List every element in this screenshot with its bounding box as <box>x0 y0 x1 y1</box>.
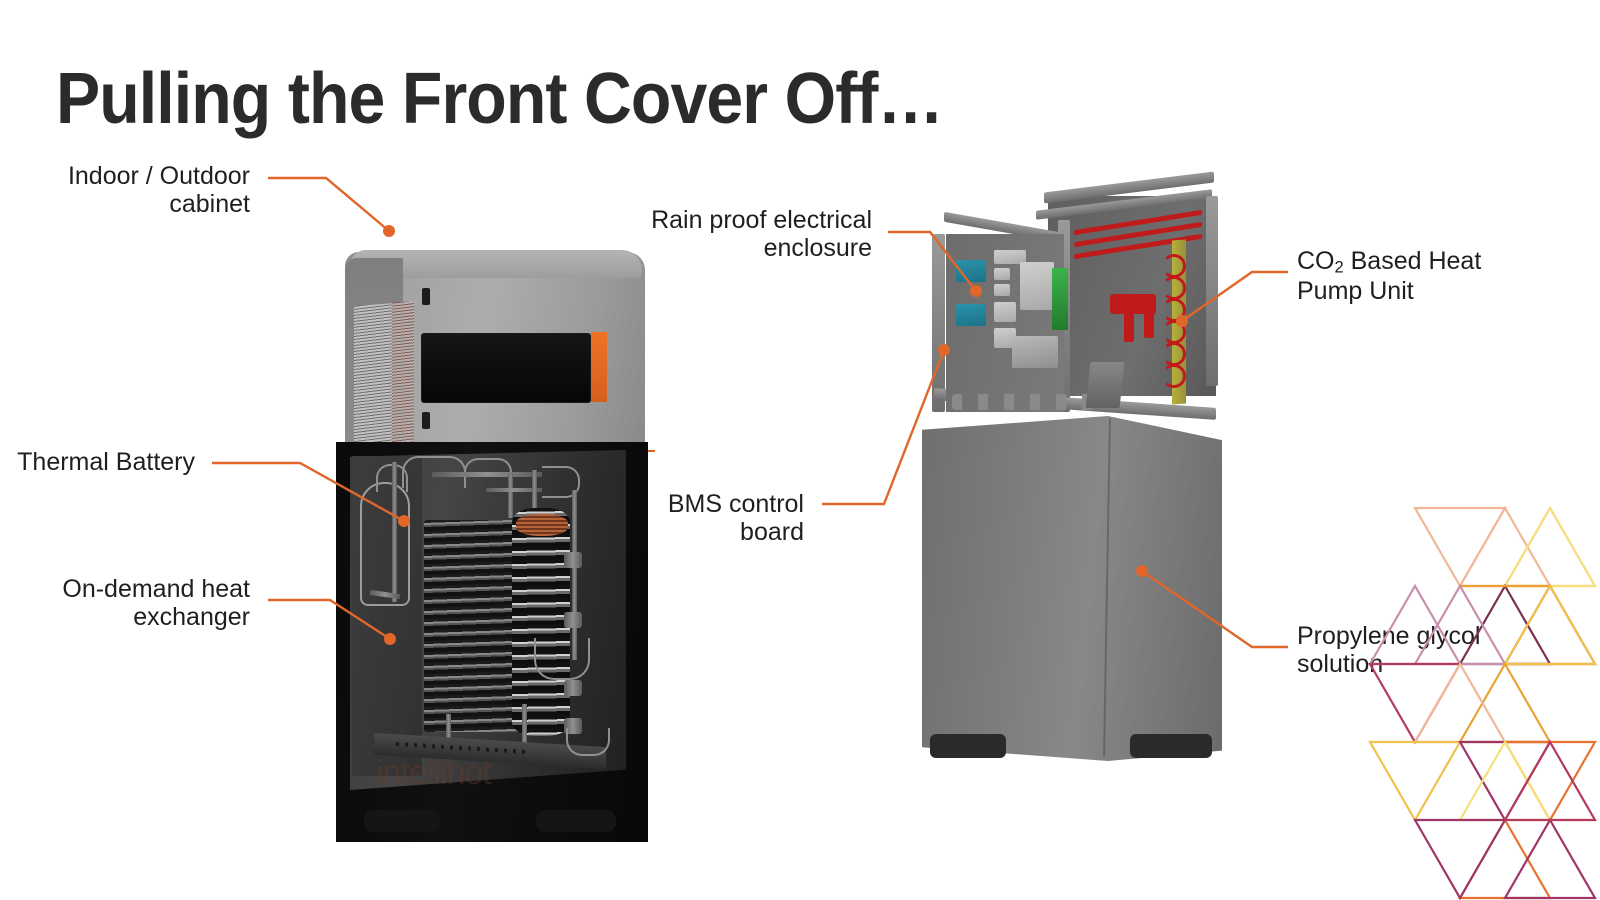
tray-support-rod <box>522 704 527 750</box>
relay-module-icon <box>994 268 1010 280</box>
right-unit-foot <box>1130 734 1212 758</box>
control-panel-accent-bar <box>591 332 607 402</box>
brand-watermark: intellihot <box>376 754 492 792</box>
base-outlet-pipe <box>566 728 610 756</box>
coil-bend-icon <box>1162 364 1186 388</box>
triangle-lattice-decoration <box>1368 505 1597 900</box>
label-line-2: Pump Unit <box>1297 277 1414 306</box>
lower-return-pipe <box>534 638 590 680</box>
contactor-icon <box>956 260 986 282</box>
coil-bend-icon <box>1162 298 1186 322</box>
callout-label-rain-proof-enclosure: Rain proof electrical enclosure <box>600 206 872 262</box>
right-unit-foot <box>930 734 1006 758</box>
vertical-support-rod <box>508 474 513 518</box>
callout-label-co2-heat-pump: CO2 Based Heat Pump Unit <box>1297 247 1587 305</box>
terminal-block-icon <box>1020 262 1054 310</box>
frame-right-post <box>1206 196 1218 386</box>
frame-left-post <box>932 234 945 412</box>
co2-subscript: 2 <box>1334 258 1344 277</box>
relay-module-icon <box>994 302 1016 322</box>
right-unit-bms-board <box>1012 336 1058 368</box>
coil-bend-icon <box>1162 276 1186 300</box>
compressor-block <box>1085 362 1125 408</box>
cabinet-hinge-icon <box>422 412 430 429</box>
thermal-battery-riser <box>392 462 397 602</box>
label-line-2: enclosure <box>763 234 872 262</box>
green-pcb-icon <box>1052 268 1068 330</box>
co2-prefix: CO <box>1297 247 1335 275</box>
label-line-1: Rain proof electrical <box>651 206 872 234</box>
coil-bend-icon <box>1162 342 1186 366</box>
right-unit-glycol-tank <box>922 416 1222 761</box>
label-line-1: BMS control <box>667 490 804 518</box>
enclosure-bolt-strip <box>952 394 1102 410</box>
tray-support-rod <box>446 714 451 750</box>
left-unit-foot <box>364 810 440 832</box>
co2-suffix: Based Heat <box>1343 247 1482 275</box>
top-cross-rod <box>432 472 542 477</box>
relay-module-icon <box>994 284 1010 296</box>
copper-coil-accent <box>516 514 568 536</box>
coil-bend-icon <box>1162 320 1186 344</box>
valve-body-icon <box>564 680 582 696</box>
leader-indoor-outdoor-cabinet <box>268 176 390 232</box>
cross-brace <box>486 488 542 492</box>
valve-body-icon <box>564 552 582 568</box>
callout-label-on-demand-heat-exchanger: On-demand heat exchanger <box>20 575 250 631</box>
label-line-2: board <box>740 518 804 546</box>
manifold-leg <box>1144 308 1154 338</box>
valve-body-icon <box>564 612 582 628</box>
right-riser-pipe <box>572 490 577 660</box>
label-line-1: On-demand heat <box>62 575 250 603</box>
label-line-1: Indoor / Outdoor <box>67 162 250 190</box>
manifold-leg <box>1124 308 1134 342</box>
right-unit-open-frame <box>928 171 1224 426</box>
callout-dot-indoor-outdoor-cabinet <box>383 225 395 237</box>
thermal-battery-coil-stack <box>512 508 570 736</box>
coil-bend-icon <box>1162 254 1186 278</box>
cabinet-hinge-icon <box>422 288 430 305</box>
control-display-screen[interactable] <box>422 334 655 457</box>
label-line-1: CO2 Based Heat <box>1297 247 1587 277</box>
label-line-1: Thermal Battery <box>17 448 195 476</box>
callout-label-indoor-outdoor-cabinet: Indoor / Outdoor cabinet <box>20 162 250 218</box>
left-unit-illustration: intellihot <box>336 250 656 842</box>
right-unit-illustration <box>916 171 1236 796</box>
contactor-icon <box>956 304 986 326</box>
thermal-battery-pipe-loop <box>360 482 410 606</box>
right-manifold-pipe <box>542 466 580 498</box>
relay-module-icon <box>994 328 1016 348</box>
label-line-2: exchanger <box>133 603 250 631</box>
vent-grille-secondary-icon <box>392 301 414 449</box>
callout-label-bms-control-board: BMS control board <box>600 490 804 546</box>
page-title: Pulling the Front Cover Off… <box>56 59 944 139</box>
callout-label-thermal-battery: Thermal Battery <box>0 448 195 476</box>
label-line-2: cabinet <box>169 190 250 218</box>
left-unit-foot <box>536 810 616 832</box>
vertical-support-rod <box>532 470 537 528</box>
relay-module-icon <box>994 250 1026 264</box>
